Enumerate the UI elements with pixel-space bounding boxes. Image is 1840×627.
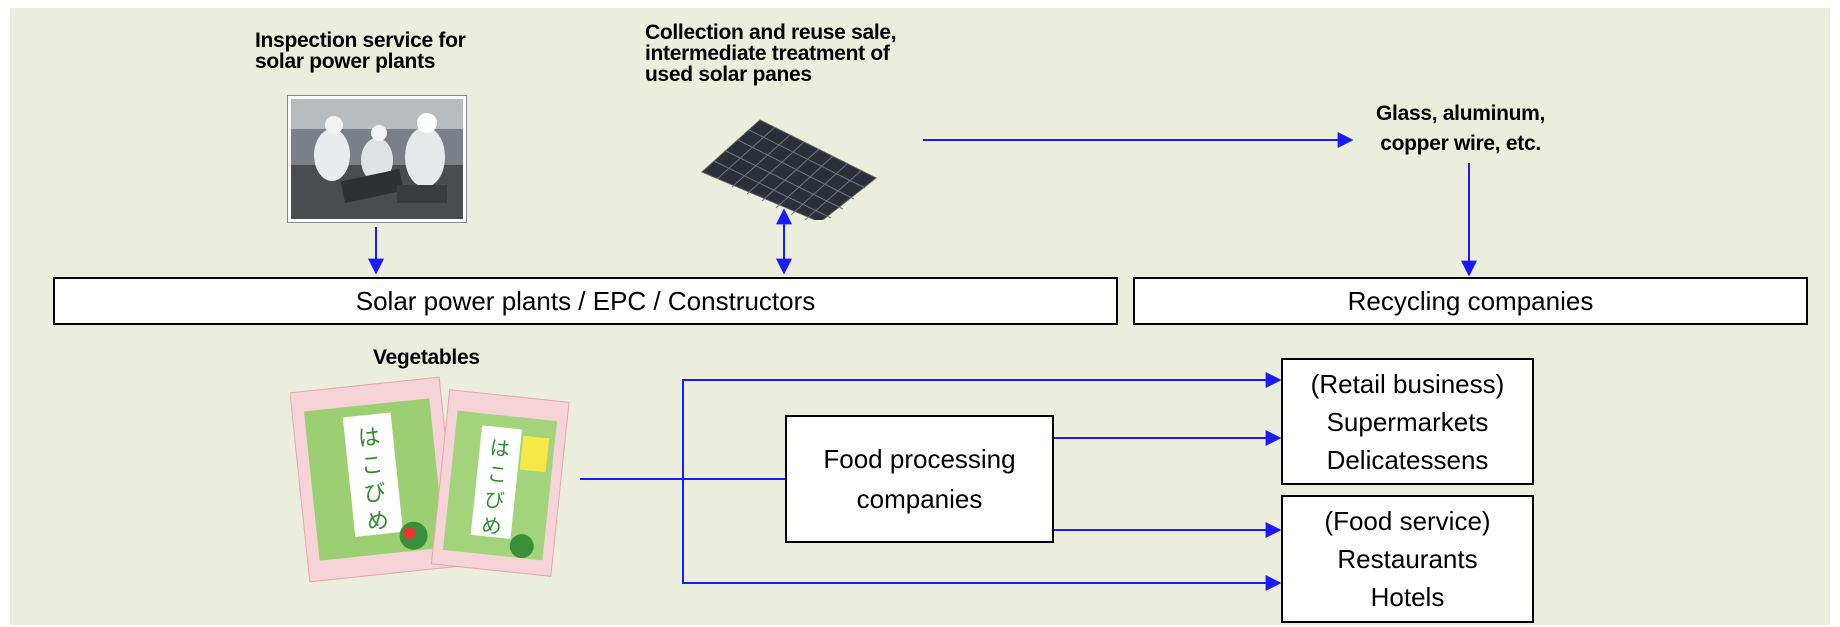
vegetables-label: Vegetables xyxy=(373,346,480,369)
recycling-companies-box: Recycling companies xyxy=(1133,277,1808,325)
svg-text:こ: こ xyxy=(486,461,508,487)
svg-text:こ: こ xyxy=(360,453,385,480)
retail-business-box: (Retail business) Supermarkets Delicates… xyxy=(1281,358,1534,485)
food-processing-box: Food processing companies xyxy=(785,415,1054,543)
svg-text:は: は xyxy=(489,435,511,461)
solar-power-plants-box: Solar power plants / EPC / Constructors xyxy=(53,277,1118,325)
materials-label: Glass, aluminum, copper wire, etc. xyxy=(1376,102,1546,155)
svg-text:め: め xyxy=(481,513,503,539)
inspection-service-label: Inspection service for solar power plant… xyxy=(255,29,466,73)
inspection-photo xyxy=(287,95,467,223)
svg-text:め: め xyxy=(366,508,391,535)
svg-text:は: は xyxy=(357,425,382,452)
food-service-box: (Food service) Restaurants Hotels xyxy=(1281,495,1534,623)
collection-reuse-label: Collection and reuse sale, intermediate … xyxy=(645,21,897,86)
vegetable-package-image: は こ び め は こ び め xyxy=(290,376,570,583)
svg-text:び: び xyxy=(483,487,505,513)
svg-text:び: び xyxy=(363,480,388,507)
solar-panel-image xyxy=(701,119,877,220)
